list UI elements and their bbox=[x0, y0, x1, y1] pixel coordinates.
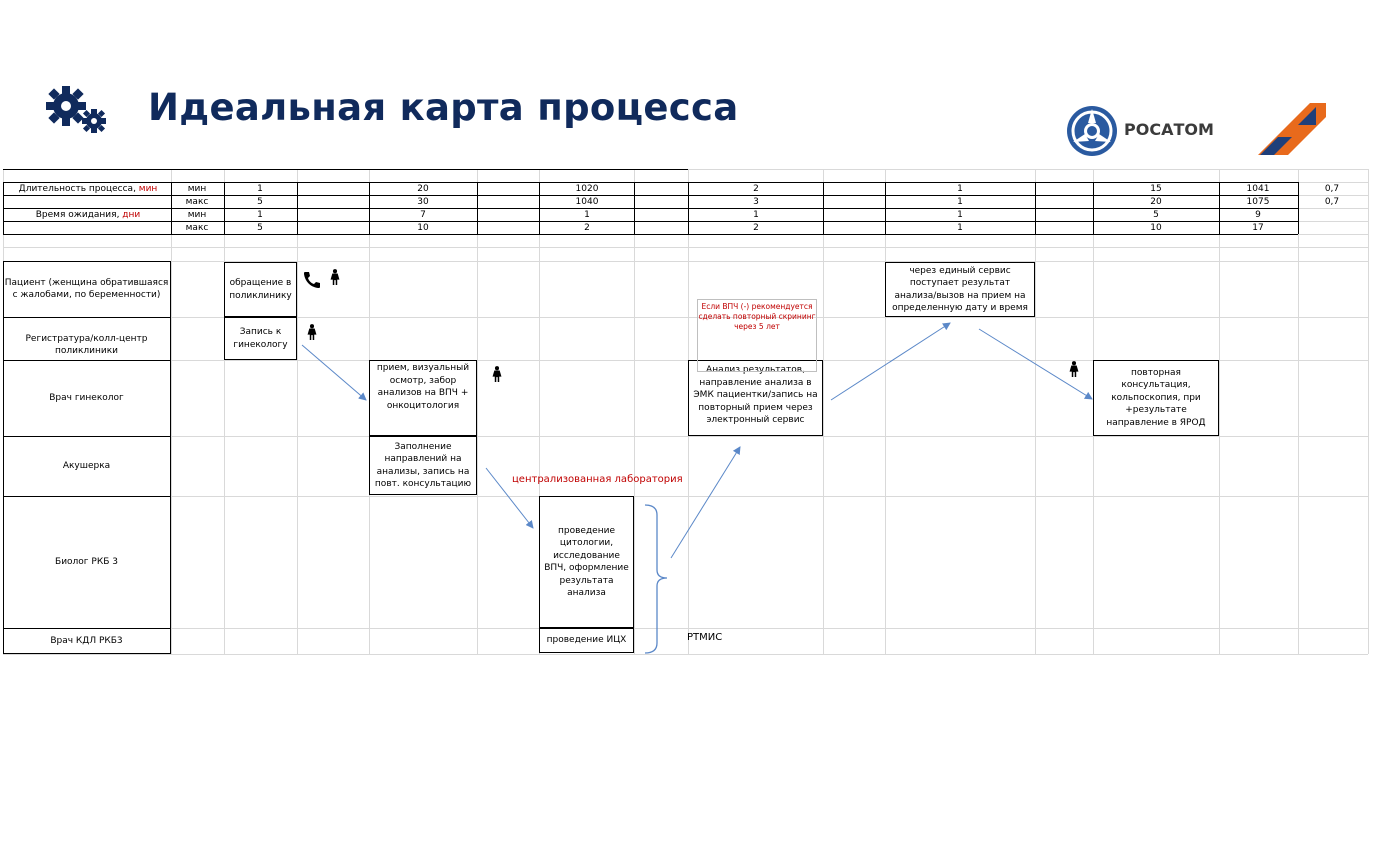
arrow-service-to-followup bbox=[978, 328, 1093, 400]
metric-cell: 0,7 bbox=[1324, 184, 1340, 194]
wait-label: Время ожидания, дни bbox=[35, 210, 141, 220]
woman-icon bbox=[330, 269, 340, 285]
metric-cell: 5 bbox=[257, 197, 263, 207]
metric-cell: 20 bbox=[417, 184, 429, 194]
metric-cell: 15 bbox=[1150, 184, 1162, 194]
arrow-registry-to-exam bbox=[301, 344, 367, 401]
metric-cell: 1 bbox=[957, 210, 963, 220]
step-results-analysis: Анализ результатов, направление анализа … bbox=[688, 360, 823, 436]
rtmis-label: РТМИС bbox=[687, 632, 723, 643]
metric-cell: 9 bbox=[1255, 210, 1261, 220]
metric-cell: 1 bbox=[957, 184, 963, 194]
hpv-note: Если ВПЧ (-) рекомендуется сделать повто… bbox=[697, 299, 817, 372]
woman-icon bbox=[1069, 361, 1079, 377]
step-ihc: проведение ИЦХ bbox=[539, 628, 634, 653]
step-cytology: проведение цитологии, исследование ВПЧ, … bbox=[539, 496, 634, 628]
step-followup: повторная консультация, кольпоскопия, пр… bbox=[1093, 360, 1219, 436]
metric-cell: 5 bbox=[1153, 210, 1159, 220]
metric-cell: 1 bbox=[957, 223, 963, 233]
metric-cell: 1020 bbox=[575, 184, 599, 194]
arrow-analysis-to-service bbox=[830, 322, 951, 401]
central-lab-label: централизованная лаборатория bbox=[512, 474, 683, 485]
wait-max-label: макс bbox=[185, 223, 209, 233]
metric-cell: 10 bbox=[1150, 223, 1162, 233]
metric-cell: 1040 bbox=[575, 197, 599, 207]
metric-cell: 17 bbox=[1252, 223, 1264, 233]
step-referrals: Заполнение направлений на анализы, запис… bbox=[369, 436, 477, 495]
metric-cell: 1 bbox=[257, 210, 263, 220]
metric-cell: 2 bbox=[584, 223, 590, 233]
step-unified-service: через единый сервис поступает результат … bbox=[885, 262, 1035, 317]
role-midwife: Акушерка bbox=[62, 460, 111, 471]
metric-cell: 3 bbox=[753, 197, 759, 207]
duration-min-label: мин bbox=[187, 184, 207, 194]
phone-icon bbox=[304, 272, 320, 288]
metric-cell: 1 bbox=[957, 197, 963, 207]
metric-cell: 30 bbox=[417, 197, 429, 207]
metric-cell: 0,7 bbox=[1324, 197, 1340, 207]
step-exam: прием, визуальный осмотр, забор анализов… bbox=[369, 360, 477, 436]
metric-cell: 1 bbox=[584, 210, 590, 220]
metric-cell: 5 bbox=[257, 223, 263, 233]
rosatom-logo-icon bbox=[1067, 106, 1117, 156]
gears-icon bbox=[46, 86, 106, 133]
metric-cell: 1 bbox=[257, 184, 263, 194]
page-title: Идеальная карта процесса bbox=[148, 86, 739, 129]
role-gynecologist: Врач гинеколог bbox=[49, 393, 124, 403]
role-kdl-doctor: Врач КДЛ РКБ3 bbox=[50, 635, 123, 646]
woman-icon bbox=[307, 324, 317, 340]
role-patient: Пациент (женщина обратившаяся с жалобами… bbox=[4, 278, 169, 300]
step-clinic-visit: обращение в поликлинику bbox=[224, 262, 297, 317]
metric-cell: 2 bbox=[753, 223, 759, 233]
arrow-lab-to-analysis bbox=[670, 446, 741, 559]
psr-logo-icon bbox=[1258, 103, 1326, 155]
rosatom-logo-text: РОСАТОМ bbox=[1124, 120, 1214, 139]
role-registry: Регистратура/колл-центр поликлиники bbox=[25, 334, 148, 356]
metric-cell: 7 bbox=[420, 210, 426, 220]
role-biologist: Биолог РКБ 3 bbox=[55, 556, 118, 567]
duration-max-label: макс bbox=[185, 197, 209, 207]
arrow-referrals-to-lab bbox=[485, 467, 534, 529]
lab-bracket bbox=[644, 504, 668, 654]
metric-cell: 20 bbox=[1150, 197, 1162, 207]
wait-min-label: мин bbox=[187, 210, 207, 220]
metric-cell: 1075 bbox=[1246, 197, 1270, 207]
step-gyn-appointment: Запись к гинекологу bbox=[224, 317, 297, 360]
duration-label: Длительность процесса, мин bbox=[18, 184, 158, 194]
metric-cell: 1041 bbox=[1246, 184, 1270, 194]
metric-cell: 2 bbox=[753, 184, 759, 194]
metric-cell: 1 bbox=[753, 210, 759, 220]
woman-icon bbox=[492, 366, 502, 382]
metric-cell: 10 bbox=[417, 223, 429, 233]
